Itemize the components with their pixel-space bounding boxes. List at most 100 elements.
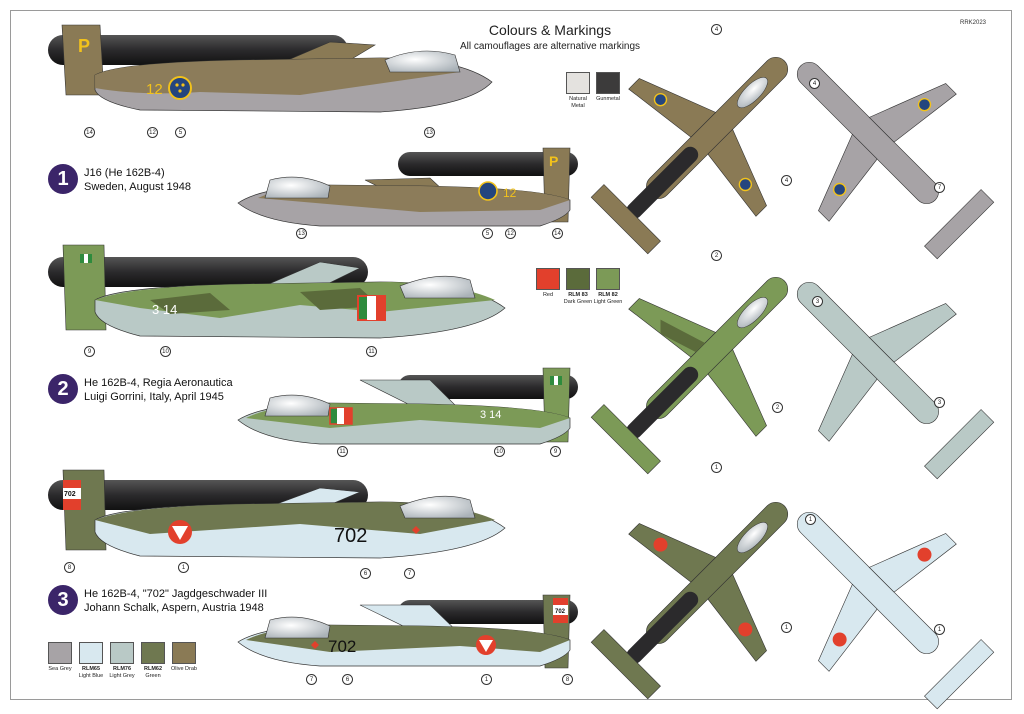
variant-3-line1: He 162B-4, "702" Jagdgeschwader III (84, 588, 268, 600)
v1-code-b: 12 (503, 186, 517, 200)
callout-number: 6 (342, 674, 353, 685)
page-title: Colours & Markings (488, 22, 612, 38)
red-star (412, 526, 420, 534)
color-swatch-label: Red (542, 292, 554, 298)
callout-number: 7 (404, 568, 415, 579)
variant-2-line1: He 162B-4, Regia Aeronautica (84, 377, 233, 389)
callout-number: 11 (337, 446, 348, 457)
callout-number: 1 (711, 462, 722, 473)
v3-bottom-view (796, 511, 995, 710)
v3-side-view-right (237, 594, 578, 669)
color-swatch (566, 268, 590, 290)
callout-number: 1 (178, 562, 189, 573)
v3-tail-code-b: 702 (555, 609, 566, 615)
callout-number: 4 (781, 175, 792, 186)
callout-number: 6 (360, 568, 371, 579)
v1-tail-letter-b: P (549, 153, 558, 169)
v2-side-view-left (48, 244, 506, 339)
v2-code-b: 3 14 (480, 409, 501, 421)
callout-number: 1 (781, 622, 792, 633)
v2-side-view-right (237, 367, 578, 445)
callout-number: 1 (934, 624, 945, 635)
variant-badge-1: 1 (48, 164, 78, 194)
color-swatch (566, 72, 590, 94)
callout-number: 8 (64, 562, 75, 573)
color-swatch (596, 268, 620, 290)
callout-number: 2 (772, 402, 783, 413)
callout-number: 1 (481, 674, 492, 685)
callout-number: 3 (934, 397, 945, 408)
color-swatch-label: Gunmetal (596, 96, 620, 102)
callout-number: 7 (306, 674, 317, 685)
canopy (399, 495, 476, 519)
color-swatch (536, 268, 560, 290)
sheet-border (10, 10, 1012, 700)
variant-3-line2: Johann Schalk, Aspern, Austria 1948 (84, 602, 264, 614)
variant-1-line1: J16 (He 162B-4) (84, 167, 165, 179)
callout-number: 3 (812, 296, 823, 307)
v2-bottom-view (796, 281, 995, 480)
callout-number: 14 (552, 228, 563, 239)
variant-1-title: J16 (He 162B-4) Sweden, August 1948 (84, 166, 191, 194)
callout-number: 13 (424, 127, 435, 138)
callout-number: 4 (711, 24, 722, 35)
v3-side-view-left (48, 469, 506, 559)
variant-3-title: He 162B-4, "702" Jagdgeschwader III Joha… (84, 587, 267, 615)
callout-number: 10 (160, 346, 171, 357)
callout-number: 13 (296, 228, 307, 239)
variant-badge-3: 3 (48, 585, 78, 615)
canopy (264, 176, 331, 199)
callout-number: 9 (84, 346, 95, 357)
color-swatch (596, 72, 620, 94)
v3-code-b: 702 (328, 637, 356, 656)
roundel-sweden (168, 76, 192, 100)
v1-bottom-view (796, 61, 995, 260)
v3-top-view (590, 501, 789, 700)
v1-top-view (590, 56, 789, 255)
callout-number: 5 (175, 127, 186, 138)
variant-2-title: He 162B-4, Regia Aeronautica Luigi Gorri… (84, 376, 233, 404)
color-swatch (48, 642, 72, 664)
color-swatch (172, 642, 196, 664)
callout-number: 12 (505, 228, 516, 239)
v2-code-a: 3 14 (152, 302, 177, 317)
sheet-code: RRK2023 (960, 20, 987, 26)
v3-code-a: 702 (334, 525, 367, 547)
page-subtitle: All camouflages are alternative markings (459, 41, 641, 52)
jet-engine (48, 35, 348, 65)
red-star (311, 641, 319, 649)
callout-number: 10 (494, 446, 505, 457)
v1-side-view-right (237, 147, 578, 227)
callout-number: 5 (482, 228, 493, 239)
canopy (264, 394, 331, 417)
callout-number: 2 (711, 250, 722, 261)
callout-number: 14 (84, 127, 95, 138)
variant-1-line2: Sweden, August 1948 (84, 181, 192, 193)
callout-number: 9 (550, 446, 561, 457)
canopy (264, 616, 331, 639)
v3-tail-code-a: 702 (64, 491, 76, 498)
color-swatch (110, 642, 134, 664)
roundel-sweden (478, 181, 498, 201)
v1-tail-letter-a: P (78, 36, 90, 56)
canopy (384, 50, 461, 73)
callout-number: 12 (147, 127, 158, 138)
callout-number: 4 (809, 78, 820, 89)
variant-2-line2: Luigi Gorrini, Italy, April 1945 (84, 391, 224, 403)
color-swatch-label: Sea Grey (48, 666, 72, 672)
color-swatch-label: Olive Drab (171, 666, 197, 672)
v2-top-view (590, 276, 789, 475)
callout-number: 11 (366, 346, 377, 357)
v1-code-a: 12 (146, 81, 163, 98)
callout-number: 8 (562, 674, 573, 685)
jet-engine (398, 152, 578, 176)
color-swatch (79, 642, 103, 664)
